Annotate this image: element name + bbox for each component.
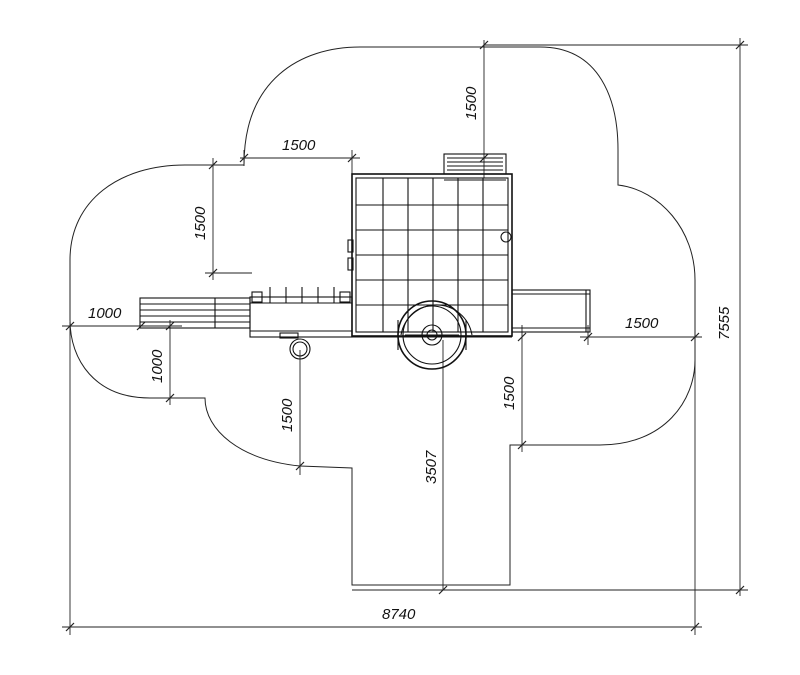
dim-right-offset: 1500	[580, 315, 702, 345]
dim-left-offset: 1000	[62, 305, 182, 331]
label-overall-width: 8740	[382, 606, 416, 623]
label-lower-left: 1500	[279, 398, 296, 432]
label-center-depth: 3507	[423, 450, 440, 484]
round-seat-icon	[289, 338, 311, 360]
wheel-icon	[397, 300, 473, 370]
label-top-offset: 1500	[463, 86, 480, 120]
label-lower-right: 1500	[501, 376, 518, 410]
dim-center-depth: 3507	[423, 340, 448, 595]
dim-top-offset: 1500	[463, 40, 489, 178]
bench-icon	[139, 297, 251, 329]
dim-left-lower: 1000	[149, 320, 175, 405]
label-upper-left-width: 1500	[282, 137, 316, 154]
dim-upper-left-width: 1500	[239, 137, 360, 178]
dim-overall-height: 7555	[352, 38, 748, 596]
dim-lower-right: 1500	[501, 325, 530, 452]
grid-tower-icon	[347, 173, 513, 337]
label-overall-height: 7555	[716, 306, 733, 340]
bridge-icon	[249, 287, 353, 339]
label-right-offset: 1500	[625, 315, 659, 332]
dim-overall-width: 8740	[62, 322, 702, 635]
label-left-offset: 1000	[88, 305, 122, 322]
label-upper-left-height: 1500	[192, 206, 209, 240]
top-platform-icon	[443, 153, 507, 181]
dim-lower-left: 1500	[279, 350, 305, 475]
dim-upper-left-height: 1500	[192, 158, 252, 280]
label-left-lower: 1000	[149, 349, 166, 383]
slide-icon	[511, 289, 591, 333]
safety-zone-outline	[69, 46, 696, 586]
